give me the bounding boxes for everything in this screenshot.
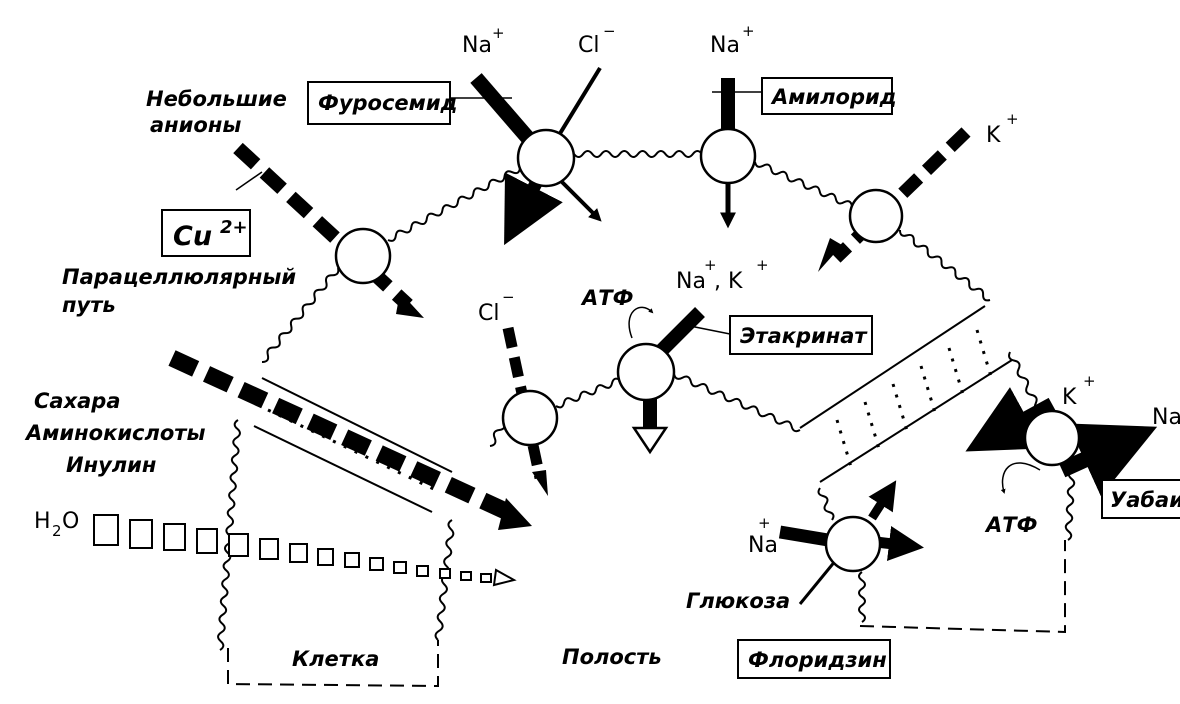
junction-channel-right bbox=[799, 305, 1013, 483]
svg-text:+: + bbox=[756, 256, 769, 274]
carrier-na-k-atpase bbox=[616, 342, 676, 402]
furosemide-label: Фуросемид bbox=[318, 91, 458, 115]
cell-boundary-left bbox=[227, 640, 439, 688]
cavity-label: Полость bbox=[562, 645, 662, 669]
small-anions-label: Небольшие анионы bbox=[146, 87, 287, 137]
svg-text:Сахара: Сахара bbox=[34, 389, 121, 413]
svg-text:+: + bbox=[742, 22, 755, 40]
atp-curl-right bbox=[1000, 462, 1041, 494]
k-top-arrow bbox=[818, 127, 971, 272]
atp-curl-left bbox=[628, 306, 654, 339]
cu-label: Cu bbox=[173, 221, 212, 252]
carrier-k-na-right bbox=[1023, 409, 1081, 467]
ion-na-top-left: Na bbox=[462, 33, 492, 58]
small-anions-arrow bbox=[233, 142, 424, 318]
paracellular-label: Парацеллюлярный путь bbox=[62, 265, 296, 317]
svg-text:O: O bbox=[62, 509, 79, 534]
ethacrynate-box: Этакринат bbox=[729, 315, 873, 355]
svg-text:+: + bbox=[704, 256, 717, 274]
ion-na-bottom: Na bbox=[748, 533, 778, 558]
atp-label-left: АТФ bbox=[580, 286, 633, 310]
cu-box: Cu 2+ bbox=[161, 209, 251, 257]
ouabain-box: Уабаин bbox=[1101, 479, 1180, 519]
ion-k-right: K bbox=[1062, 385, 1077, 410]
svg-text:+: + bbox=[492, 24, 505, 42]
carrier-glucose bbox=[824, 515, 882, 573]
amiloride-box: Амилорид bbox=[761, 77, 897, 115]
cu-connector bbox=[235, 171, 263, 191]
paracellular-channel bbox=[253, 377, 453, 513]
h2o-arrow bbox=[492, 568, 517, 587]
svg-text:+: + bbox=[1083, 372, 1096, 390]
carrier-cl-mid bbox=[501, 389, 559, 447]
furosemide-box: Фуросемид bbox=[307, 81, 458, 125]
svg-text:Аминокислоты: Аминокислоты bbox=[24, 421, 205, 445]
cell-label: Клетка bbox=[292, 647, 379, 671]
svg-text:Небольшие: Небольшие bbox=[146, 87, 287, 111]
h2o-label: H 2 O bbox=[34, 509, 79, 540]
carrier-na-cl bbox=[516, 128, 576, 188]
ion-na-right: Na bbox=[1152, 405, 1180, 430]
amiloride-label: Амилорид bbox=[770, 85, 897, 109]
ion-na-k: Na bbox=[676, 269, 706, 294]
membrane-lipid-layer bbox=[217, 150, 1076, 651]
phlorizin-label: Флоридзин bbox=[748, 648, 887, 672]
carrier-anion bbox=[334, 227, 392, 285]
svg-text:−: − bbox=[603, 22, 616, 40]
svg-text:Парацеллюлярный: Парацеллюлярный bbox=[62, 265, 296, 289]
glucose-label: Глюкоза bbox=[686, 589, 790, 613]
svg-text:2: 2 bbox=[52, 522, 62, 540]
k-right-arrow bbox=[965, 387, 1056, 452]
ion-cl-mid: Cl bbox=[478, 301, 499, 326]
svg-text:, K: , K bbox=[714, 269, 743, 294]
carrier-na-amiloride bbox=[699, 127, 757, 185]
cu-charge: 2+ bbox=[220, 217, 248, 238]
ion-k-top: K bbox=[986, 123, 1001, 148]
svg-text:+: + bbox=[1006, 110, 1019, 128]
svg-text:путь: путь bbox=[62, 293, 116, 317]
paracellular-arrow bbox=[168, 350, 532, 530]
svg-text:Инулин: Инулин bbox=[66, 453, 156, 477]
svg-text:анионы: анионы bbox=[150, 113, 241, 137]
cl-top-arrow bbox=[554, 66, 602, 222]
h2o-squares bbox=[93, 514, 492, 583]
sugars-label: Сахара Аминокислоты Инулин bbox=[24, 389, 205, 477]
ouabain-label: Уабаин bbox=[1110, 488, 1180, 512]
svg-text:+: + bbox=[758, 514, 771, 532]
ethacrynate-connector bbox=[689, 325, 731, 335]
cell-boundary-right bbox=[859, 540, 1066, 634]
atp-label-right: АТФ bbox=[984, 513, 1037, 537]
ion-cl-top: Cl bbox=[578, 33, 599, 58]
na-glucose-arrow bbox=[778, 480, 924, 605]
phlorizin-box: Флоридзин bbox=[737, 639, 891, 679]
ion-na-top-right: Na bbox=[710, 33, 740, 58]
svg-text:H: H bbox=[34, 509, 51, 534]
ethacrynate-label: Этакринат bbox=[740, 324, 868, 348]
svg-text:−: − bbox=[502, 288, 515, 306]
carrier-k bbox=[848, 188, 904, 244]
